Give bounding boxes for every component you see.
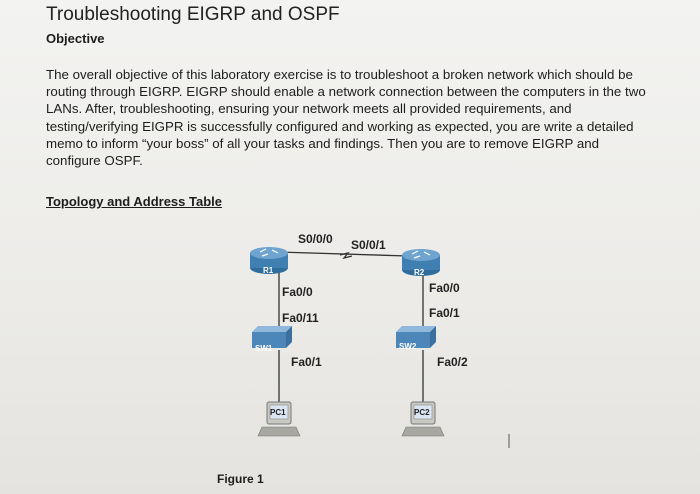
s000-label: S0/0/0 xyxy=(298,232,333,246)
figure-caption: Figure 1 xyxy=(217,472,264,486)
paragraph-line: configure OSPF. xyxy=(46,153,143,169)
paragraph-line: memo to inform “your boss” of all your t… xyxy=(46,135,600,151)
pc1-label: PC1 xyxy=(270,408,286,417)
pc2-label: PC2 xyxy=(414,408,430,417)
sw2-label: SW2 xyxy=(399,342,417,351)
sw2-fa01-label: Fa0/1 xyxy=(429,306,460,320)
serial-zigzag xyxy=(339,251,353,260)
pc1-icon: PC1 xyxy=(257,401,301,437)
objective-paragraph: The overall objective of this laboratory… xyxy=(46,66,666,169)
sw1-fa011-label: Fa0/11 xyxy=(282,311,319,325)
s001-label: S0/0/1 xyxy=(351,238,386,252)
links xyxy=(277,251,424,404)
sw2-fa02-label: Fa0/2 xyxy=(437,355,468,369)
switch-sw1-icon: SW1 xyxy=(252,326,292,353)
paragraph-line: The overall objective of this laboratory… xyxy=(46,67,633,82)
r2-fa00-label: Fa0/0 xyxy=(429,281,460,295)
r2-label: R2 xyxy=(414,268,425,277)
r1-fa00-label: Fa0/0 xyxy=(282,285,313,299)
r1-label: R1 xyxy=(263,266,274,275)
pc2-icon: PC2 xyxy=(401,401,445,437)
objective-heading: Objective xyxy=(46,31,105,46)
router-r2-icon: R2 xyxy=(402,249,440,277)
router-r1-icon: R1 xyxy=(250,247,288,275)
paragraph-line: testing/verifying EIGPR is successfully … xyxy=(46,118,634,134)
sw1-fa01-label: Fa0/1 xyxy=(291,355,322,369)
paragraph-line: LANs. After, troubleshooting, ensuring y… xyxy=(46,101,572,117)
topology-heading: Topology and Address Table xyxy=(46,194,222,209)
paragraph-line: routing through EIGRP. EIGRP should enab… xyxy=(46,84,646,100)
page-title: Troubleshooting EIGRP and OSPF xyxy=(46,4,340,25)
switch-sw2-icon: SW2 xyxy=(396,326,436,351)
sw1-label: SW1 xyxy=(255,344,273,353)
